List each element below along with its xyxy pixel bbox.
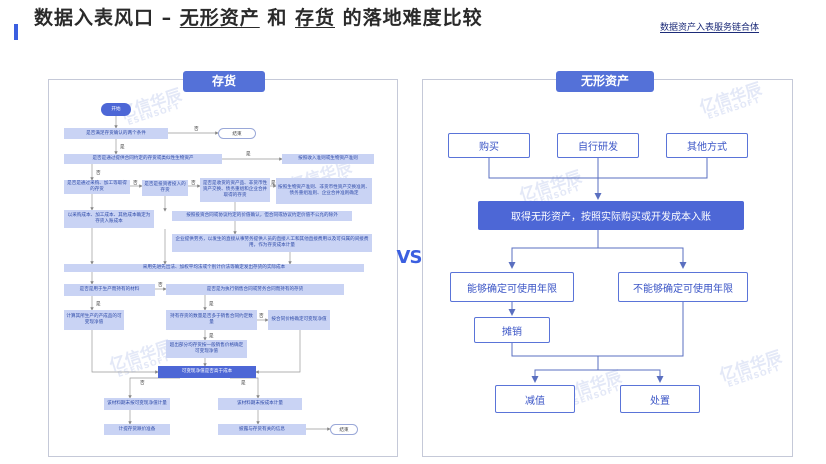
title-and: 和 — [259, 7, 295, 29]
flow-node-r12a: 该材料期末按可变现净值计量 — [104, 398, 170, 410]
flow-node-q8: 是否是用于生产而持有的材料 — [64, 284, 155, 296]
flow-label-yes: 是 — [246, 152, 251, 157]
brand-link[interactable]: 数据资产入表服务链合体 — [660, 23, 760, 33]
flow-end: 结束 — [330, 424, 358, 435]
flow-end: 结束 — [218, 128, 256, 139]
node-other-methods: 其他方式 — [666, 133, 748, 158]
title-suffix: 的落地难度比较 — [335, 7, 483, 29]
flow-node-r8: 计算其所生产的产成品的可变现净值 — [64, 310, 124, 330]
flow-node-q7: 采用先进先出法、加权平均法或个别计价法等确定发出存货的实际成本 — [64, 264, 364, 272]
flow-start: 开始 — [101, 103, 131, 116]
flow-label-no: 否 — [96, 171, 101, 176]
flow-node-q1: 是否满足存货确认的两个条件 — [64, 128, 168, 139]
flow-node-r6: 企业提供劳务，以发生的直接从事劳务提供人员的直接人工和其他直接费用以及可归属的间… — [172, 234, 372, 252]
flow-label-yes: 是 — [241, 381, 246, 386]
flow-label-no: 否 — [140, 381, 145, 386]
node-disposal: 处置 — [620, 385, 700, 413]
node-purchase: 购买 — [448, 133, 530, 158]
node-definite-life: 能够确定可使用年限 — [450, 272, 574, 302]
flow-node-q3: 是否是通过采购、加工等取得的存货 — [64, 180, 130, 194]
flow-node-q2: 是否是通过提供合同约定的存货或类似性生物资产 — [64, 154, 222, 164]
node-impairment: 减值 — [495, 385, 575, 413]
flow-node-q4: 是否是投资者投入的存货 — [142, 180, 188, 196]
flow-label-no: 否 — [133, 181, 138, 186]
flow-node-q5: 是否是收货的资产品、非货币性资产交换、债务重组和企业合并取得的存货 — [200, 178, 270, 202]
flow-node-q10: 持有存货的数量是否多于销售合同约定数量 — [166, 310, 257, 330]
title-accent-bar — [14, 24, 18, 40]
flow-label-yes: 是 — [120, 145, 125, 150]
flow-node-r5: 按照生物资产准则、非货币性资产交换准则、债务重组准则、企业合并准则确定 — [276, 178, 372, 204]
flow-label-no: 否 — [194, 127, 199, 132]
title-term-inventory: 存货 — [294, 7, 335, 29]
flow-label-yes: 是 — [96, 302, 101, 307]
flow-label-no: 否 — [191, 181, 196, 186]
flow-node-r12b: 该材料期末按成本计量 — [218, 398, 302, 410]
node-self-developed: 自行研发 — [557, 133, 639, 158]
flow-label-yes: 是 — [209, 302, 214, 307]
flow-node-r2: 按照收入准则或生物资产准则 — [282, 154, 374, 164]
flow-node-q9: 是否是为执行销售合同或劳务合同而持有的存货 — [166, 284, 344, 295]
flow-node-q12: 可变现净值是否高于成本 — [158, 366, 256, 378]
vs-label: VS — [396, 247, 423, 268]
intangible-panel-title: 无形资产 — [556, 71, 654, 92]
title-prefix: 数据入表风口 – — [34, 7, 180, 29]
flow-node-r4: 按照投资合同或协议约定的价值确认，但合同或协议约定价值不公允的除外 — [172, 211, 352, 221]
node-amortization: 摊销 — [474, 317, 550, 343]
inventory-panel-title: 存货 — [183, 71, 265, 92]
flow-label-no: 否 — [259, 314, 264, 319]
page-title: 数据入表风口 – 无形资产 和 存货 的落地难度比较 — [34, 6, 654, 30]
flow-node-r13a: 计提存货跌价准备 — [104, 424, 170, 435]
flow-node-r11: 超出部分均存货按一般销售价格确定可变现净值 — [166, 340, 247, 358]
flow-label-yes: 是 — [209, 334, 214, 339]
flow-label-no: 否 — [158, 283, 163, 288]
flow-node-r13b: 披露与存货有关的信息 — [218, 424, 306, 435]
node-indefinite-life: 不能够确定可使用年限 — [618, 272, 748, 302]
flow-node-r3: 以采购成本、加工成本、其他成本确定为存货入账成本 — [64, 210, 154, 228]
title-term-intangible: 无形资产 — [179, 7, 260, 29]
flow-node-r10: 按合同价格确定可变现净值 — [268, 310, 330, 330]
node-acquire-intangible: 取得无形资产，按照实际购买或开发成本入账 — [478, 201, 744, 230]
flow-label-yes: 是 — [271, 181, 276, 186]
